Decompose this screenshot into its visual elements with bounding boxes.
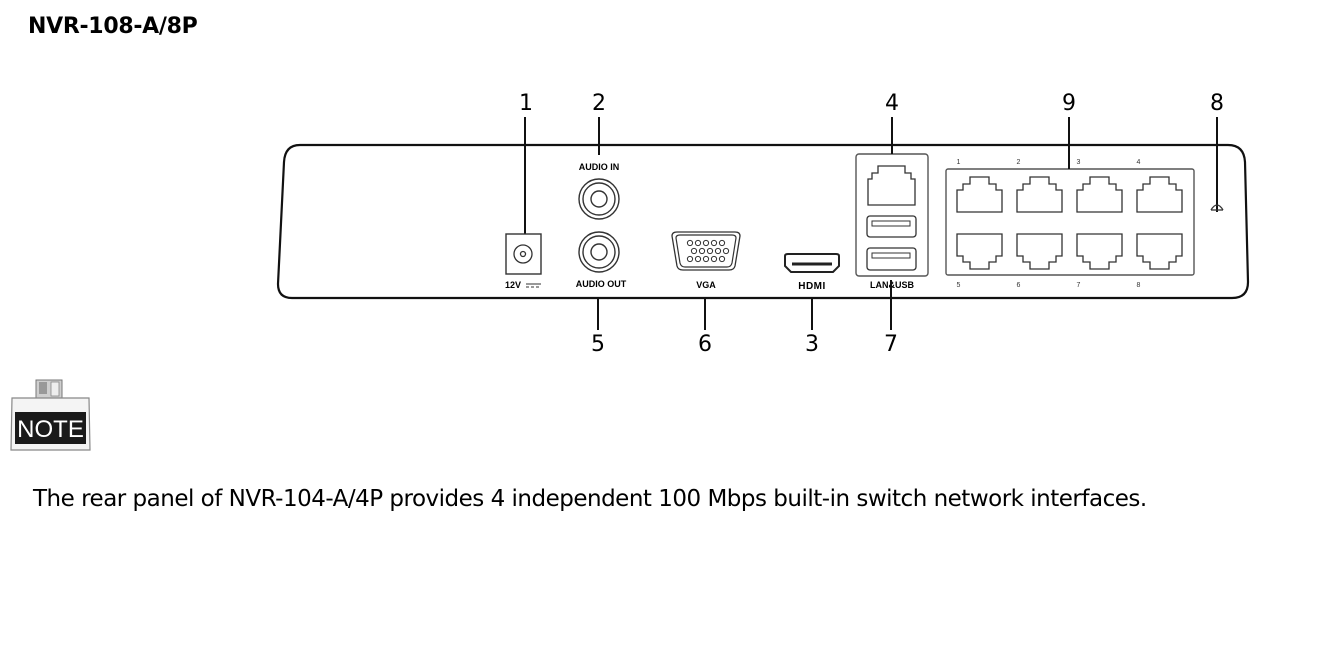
poe-switch-block: 1 5 2 6 3 7 4 8	[945, 159, 1195, 289]
poe-port-7-icon	[1076, 233, 1123, 270]
callout-4: 4	[885, 91, 899, 154]
callout-7: 7	[884, 280, 898, 357]
vga-pin	[714, 247, 722, 255]
poe-port-number: 6	[1017, 282, 1021, 289]
poe-port-number: 1	[957, 159, 961, 166]
vga-pin	[698, 247, 706, 255]
vga-pin	[718, 255, 726, 263]
note-text: The rear panel of NVR-104-A/4P provides …	[33, 486, 1147, 512]
audio-out-jack-icon	[578, 231, 620, 273]
poe-port-8-icon	[1136, 233, 1183, 270]
callout-1: 1	[519, 91, 533, 234]
callout-2: 2	[592, 91, 606, 155]
poe-port-1-icon	[956, 176, 1003, 213]
lan-usb-label: LAN&USB	[870, 280, 914, 290]
vga-port-icon	[671, 231, 741, 271]
callout-number-3: 3	[805, 332, 819, 357]
callout-3: 3	[805, 298, 819, 357]
vga-pin	[710, 239, 718, 247]
power-label: 12V	[505, 280, 521, 290]
vga-pin	[702, 239, 710, 247]
callout-number-9: 9	[1062, 91, 1076, 116]
callout-6: 6	[698, 298, 712, 357]
vga-pin	[722, 247, 730, 255]
hdmi-label: HDMI	[798, 281, 826, 292]
callout-5: 5	[591, 298, 605, 357]
poe-port-2-icon	[1016, 176, 1063, 213]
callout-number-8: 8	[1210, 91, 1224, 116]
poe-port-number: 3	[1077, 159, 1081, 166]
chassis-outline	[276, 143, 1250, 300]
poe-port-number: 7	[1077, 282, 1081, 289]
audio-out-label: AUDIO OUT	[576, 279, 627, 289]
usb-port-icon	[866, 247, 917, 271]
hdmi-port-icon	[784, 253, 840, 273]
note-icon: NOTE	[10, 379, 91, 451]
poe-port-number: 4	[1137, 159, 1141, 166]
callout-8: 8	[1210, 91, 1224, 212]
callout-number-6: 6	[698, 332, 712, 357]
poe-port-number: 5	[957, 282, 961, 289]
vga-pin	[686, 239, 694, 247]
poe-port-number: 2	[1017, 159, 1021, 166]
vga-pin	[706, 247, 714, 255]
poe-port-4-icon	[1136, 176, 1183, 213]
callout-9: 9	[1062, 91, 1076, 169]
callout-number-4: 4	[885, 91, 899, 116]
audio-in-jack-icon	[578, 178, 620, 220]
callout-number-7: 7	[884, 332, 898, 357]
vga-pin	[702, 255, 710, 263]
poe-port-number: 8	[1137, 282, 1141, 289]
lan-usb-block	[855, 153, 929, 277]
poe-port-5-icon	[956, 233, 1003, 270]
callout-number-5: 5	[591, 332, 605, 357]
note-label: NOTE	[17, 416, 84, 443]
lan-port-icon	[867, 165, 916, 206]
audio-in-label: AUDIO IN	[579, 162, 620, 172]
callout-number-1: 1	[519, 91, 533, 116]
power-jack-icon: 12V	[505, 233, 542, 290]
usb-port-icon	[866, 215, 917, 238]
poe-port-6-icon	[1016, 233, 1063, 270]
vga-pin	[694, 255, 702, 263]
vga-pin	[686, 255, 694, 263]
poe-port-3-icon	[1076, 176, 1123, 213]
vga-pin	[710, 255, 718, 263]
page-title: NVR-108-A/8P	[28, 14, 198, 39]
vga-pin	[694, 239, 702, 247]
vga-pin	[690, 247, 698, 255]
callout-number-2: 2	[592, 91, 606, 116]
vga-label: VGA	[696, 280, 716, 290]
vga-pin	[718, 239, 726, 247]
ground-icon	[1210, 204, 1224, 211]
